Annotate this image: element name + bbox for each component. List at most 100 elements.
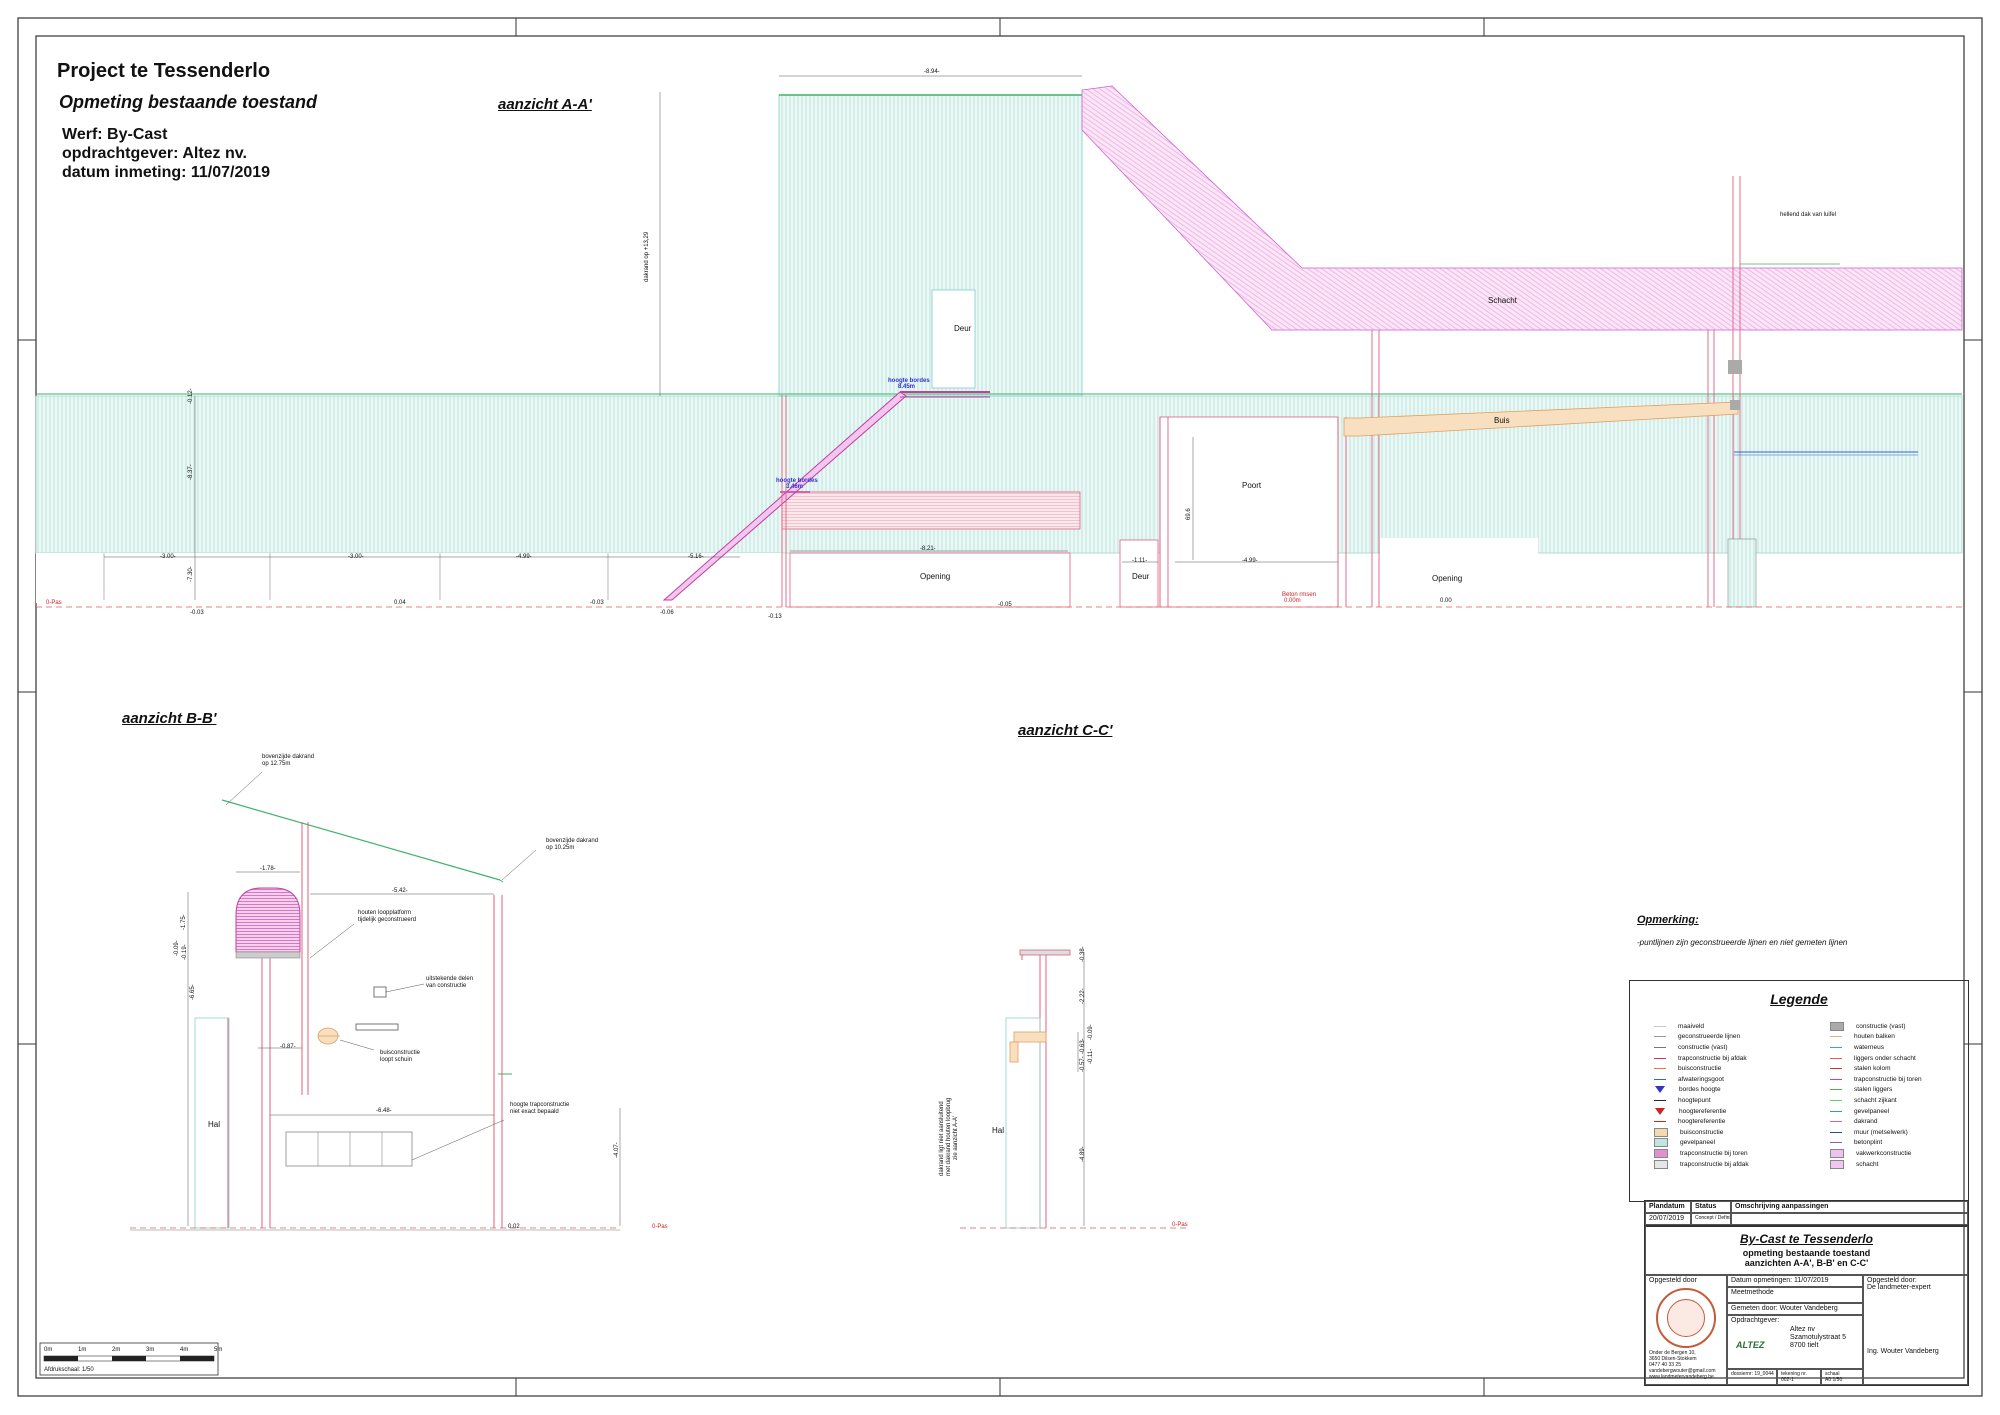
aa-elev-4: -0.13 xyxy=(768,614,782,620)
legend-item-r-3: liggers onder schacht xyxy=(1830,1053,1990,1064)
bb-dakrand-1: bovenzijde dakrand xyxy=(262,754,315,760)
aa-hellend-dak-label: hellend dak van luifel xyxy=(1780,212,1837,218)
tb-desc-1: opmeting bestaande toestand xyxy=(1742,1248,1871,1258)
legend-item-label: hoogtereferentie xyxy=(1679,1107,1727,1115)
legend-item-l-4: buisconstructie xyxy=(1654,1063,1814,1074)
legend-swatch-icon xyxy=(1830,1142,1842,1144)
legend-item-r-8: gevelpaneel xyxy=(1830,1106,1990,1117)
aa-dim-top: -8.94- xyxy=(924,69,940,75)
bb-trap-2: niet exact bepaald xyxy=(510,1109,559,1115)
aa-dim-6: -1.11- xyxy=(1132,558,1148,564)
legend-item-l-5: afwateringsgoot xyxy=(1654,1074,1814,1085)
legend-item-r-11: betonplint xyxy=(1830,1138,1990,1149)
aa-deur-bottom-label: Deur xyxy=(1132,572,1150,581)
bb-dakrand-2: bovenzijde dakrand xyxy=(546,838,599,844)
tb-opdr-3: 8700 tielt xyxy=(1790,1342,1819,1349)
legend-swatch-icon xyxy=(1654,1068,1666,1070)
aa-dim-2: -3.00- xyxy=(348,554,364,560)
tb-opgesteld-label: Opgesteld door xyxy=(1649,1277,1697,1284)
legend-item-label: dakrand xyxy=(1854,1118,1878,1126)
legend-item-label: trapconstructie bij toren xyxy=(1680,1149,1748,1157)
tb-datum-opm: Datum opmetingen: 11/07/2019 xyxy=(1727,1275,1863,1287)
tb-opgesteld-cell: Opgesteld door Onder de Bergen 10, 3650 … xyxy=(1645,1275,1727,1385)
tb-opdrachtgever-label: Opdrachtgever: xyxy=(1731,1317,1780,1324)
bb-dim-1: -1.78- xyxy=(260,866,276,872)
legend-item-r-12: vakwerkconstructie xyxy=(1830,1148,1990,1159)
aa-hoogte-bordes-1-val: 8.45m xyxy=(898,384,916,390)
altez-logo: ALTEZ xyxy=(1736,1340,1765,1350)
legend-swatch-icon xyxy=(1830,1159,1844,1169)
legend-swatch-icon xyxy=(1830,1110,1842,1112)
legend-swatch-icon xyxy=(1830,1057,1842,1059)
tb-opdr-2: Szamotulystraat 5 xyxy=(1790,1334,1847,1341)
legend-item-l-2: constructie (vast) xyxy=(1654,1042,1814,1053)
bb-dim-2: -5.42- xyxy=(392,888,408,894)
legend-swatch-icon xyxy=(1830,1089,1842,1091)
legend-item-r-2: waterneus xyxy=(1830,1042,1990,1053)
tb-schaal: schaal A0 1/50 xyxy=(1821,1369,1863,1385)
legend-swatch-icon xyxy=(1830,1068,1842,1070)
tb-h-plandatum: Plandatum xyxy=(1645,1201,1691,1213)
tb-opdr-1: Altez nv xyxy=(1790,1326,1815,1333)
legend-item-label: betonplint xyxy=(1854,1139,1883,1147)
aa-buis-label: Buis xyxy=(1494,416,1510,425)
legend-item-r-5: trapconstructie bij toren xyxy=(1830,1074,1990,1085)
legend-item-r-9: dakrand xyxy=(1830,1116,1990,1127)
legend-swatch-icon xyxy=(1654,1025,1666,1027)
legend-item-l-12: trapconstructie bij toren xyxy=(1654,1148,1814,1159)
legend-item-l-10: buisconstructie xyxy=(1654,1127,1814,1138)
legend-swatch-icon xyxy=(1830,1078,1842,1080)
aa-hoogte-bordes-2-val: 3.46m xyxy=(786,484,804,490)
legend-item-label: stalen kolom xyxy=(1854,1065,1891,1073)
legend-item-l-1: geconstrueerde lijnen xyxy=(1654,1032,1814,1043)
aa-schacht-label: Schacht xyxy=(1488,296,1517,305)
view-aa-drawing xyxy=(35,75,1963,608)
legend-item-label: buisconstructie xyxy=(1680,1128,1724,1136)
bb-hal-label: Hal xyxy=(208,1120,221,1129)
aa-elev-1: 0.04 xyxy=(394,600,406,606)
scale-bar-tick: 0m xyxy=(44,1347,53,1353)
datum-label: datum inmeting: 11/07/2019 xyxy=(62,164,271,181)
tb-meetmethode: Meetmethode xyxy=(1727,1287,1863,1303)
legend-item-label: schacht xyxy=(1856,1160,1879,1168)
legend-item-l-3: trapconstructie bij afdak xyxy=(1654,1053,1814,1064)
bb-loopplatform-2: tijdelijk geconstrueerd xyxy=(358,917,417,923)
legend-title: Legende xyxy=(1770,991,1828,1007)
aa-hoogte-bordes-1: hoogte bordes xyxy=(888,378,930,384)
cc-vdim-3: -0.09- xyxy=(1088,1024,1094,1040)
tb-opdrachtgever-cell: Opdrachtgever: ALTEZ Altez nv Szamotulys… xyxy=(1727,1315,1863,1369)
aa-dim-7: -4.99- xyxy=(1242,558,1258,564)
tb-project-block: By-Cast te Tessenderlo opmeting bestaand… xyxy=(1645,1225,1968,1275)
aa-elev-3: -0.06 xyxy=(660,610,674,616)
legend-swatch-icon xyxy=(1830,1036,1842,1038)
bb-vdim-2: -0.09- xyxy=(174,940,180,956)
tb-omschrijving-empty xyxy=(1731,1213,1968,1225)
legend-item-l-6: bordes hoogte xyxy=(1654,1085,1814,1096)
aa-vdim-4: 69.6 xyxy=(1186,508,1192,520)
legend-item-r-6: stalen liggers xyxy=(1830,1085,1990,1096)
legend-swatch-icon xyxy=(1830,1131,1842,1133)
legend-swatch-icon xyxy=(1654,1036,1666,1038)
legend-item-label: gevelpaneel xyxy=(1680,1139,1716,1147)
legend-item-label: hoogtereferentie xyxy=(1678,1118,1726,1126)
legend-item-r-13: schacht xyxy=(1830,1159,1990,1170)
title-block: Plandatum Status Omschrijving aanpassing… xyxy=(1644,1200,1969,1386)
tb-addr-4: vandebergwouter@gmail.com xyxy=(1649,1368,1716,1374)
bb-vdim-3: -0.19- xyxy=(182,944,188,960)
tb-tekening: tekening nr. 002-1 xyxy=(1777,1369,1821,1385)
legend-item-label: houten balken xyxy=(1854,1033,1895,1041)
aa-elev-5: -0.05 xyxy=(998,602,1012,608)
tb-schaal-val: A0 1/50 xyxy=(1825,1377,1843,1383)
legend-item-r-0: constructie (vast) xyxy=(1830,1021,1990,1032)
legend-swatch-icon xyxy=(1654,1099,1666,1101)
legend-item-label: vakwerkconstructie xyxy=(1856,1149,1912,1157)
bb-dakrand-2-val: op 10.25m xyxy=(546,845,575,851)
aa-vdim-3: -0.12- xyxy=(188,388,194,404)
aa-poort-label: Poort xyxy=(1242,481,1262,490)
legend-item-label: trapconstructie bij toren xyxy=(1854,1075,1922,1083)
remark-text: -puntlijnen zijn geconstrueerde lijnen e… xyxy=(1637,938,1848,947)
surveyor-seal-icon xyxy=(1656,1288,1716,1348)
legend-swatch-icon xyxy=(1654,1121,1666,1123)
